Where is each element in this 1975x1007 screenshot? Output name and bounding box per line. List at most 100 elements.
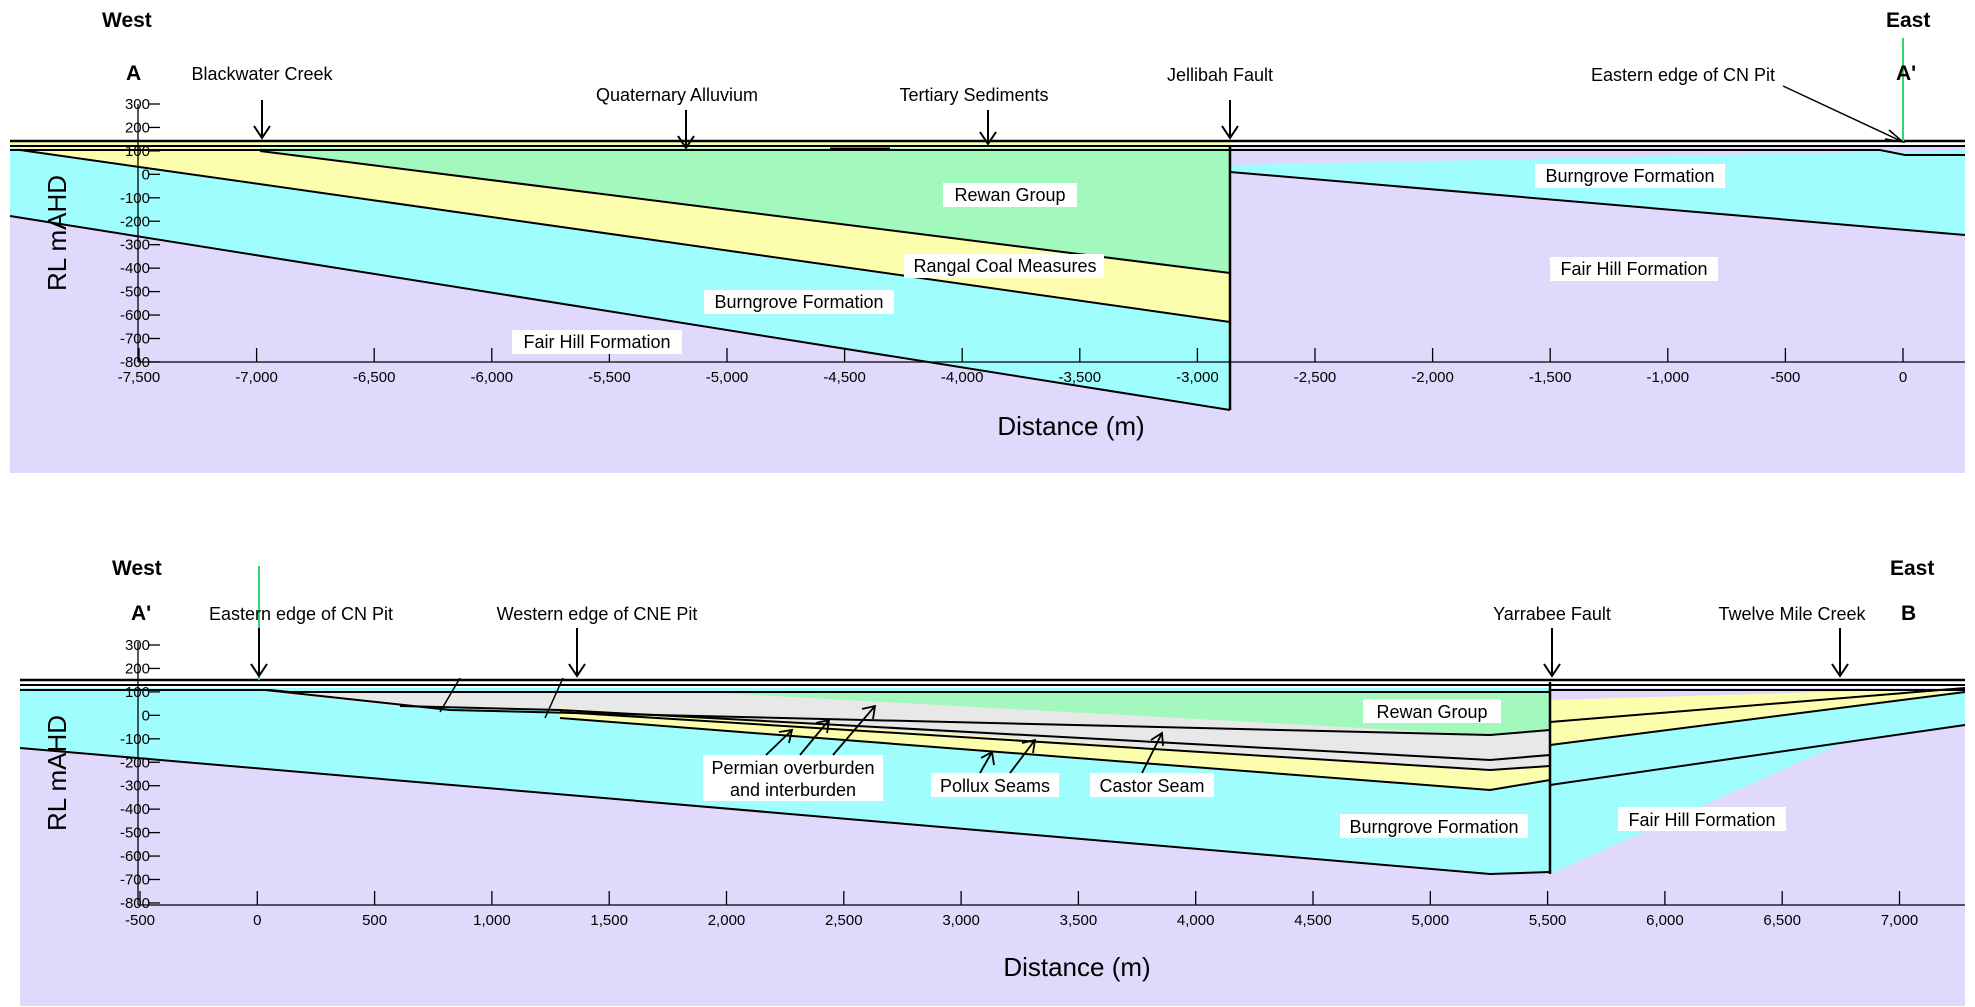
bottom-permian-overburden-label: Permian overburden — [711, 758, 874, 778]
x-tick-label: 6,000 — [1646, 912, 1684, 929]
top-tertiary-sediments-label: Tertiary Sediments — [899, 85, 1048, 105]
bottom-y-tick-marks — [148, 644, 160, 904]
bottom-yarrabee-arrow — [1543, 628, 1561, 678]
bottom-cne-pit-edge-label: Western edge of CNE Pit — [497, 604, 698, 624]
top-burngrove-east-area — [1230, 150, 1965, 235]
top-west-label: West — [102, 9, 152, 32]
top-y-tick-labels: 3002001000-100-200-300-400-500-600-700-8… — [120, 96, 150, 371]
bottom-contact-lines — [19, 677, 1966, 876]
x-tick-label: -1,000 — [1647, 369, 1690, 386]
bottom-cn-pit-arrow — [250, 628, 268, 678]
y-tick-label: 200 — [125, 660, 150, 677]
y-tick-label: -600 — [120, 848, 150, 865]
y-tick-label: 300 — [125, 637, 150, 654]
x-tick-label: -500 — [125, 912, 155, 929]
top-x-tick-labels: -7,500-7,000-6,500-6,000-5,500-5,000-4,5… — [118, 369, 1907, 386]
y-tick-label: -400 — [120, 801, 150, 818]
y-tick-label: -100 — [120, 731, 150, 748]
bottom-point-a-prime: A' — [131, 602, 151, 625]
bottom-x-tick-marks — [139, 891, 1901, 905]
top-point-a-prime: A' — [1896, 62, 1916, 85]
bottom-seam-pointer-arrows — [765, 704, 1164, 774]
x-tick-label: 7,000 — [1881, 912, 1919, 929]
top-east-burngrove-formation-label: Burngrove Formation — [1545, 166, 1714, 186]
y-tick-label: -700 — [120, 331, 150, 348]
top-alluvium-arrow — [677, 110, 695, 150]
top-rewan-group-label: Rewan Group — [954, 185, 1065, 205]
bottom-x-tick-labels: -500 0 500 1,000 1,500 2,000 2,500 3,000 3,500 4,… — [125, 912, 1918, 929]
bottom-cne-pit-arrow — [568, 628, 586, 678]
bottom-pollux-seams-label: Pollux Seams — [940, 776, 1050, 796]
y-tick-label: -700 — [120, 872, 150, 889]
top-y-axis-title: RL mAHD — [42, 175, 72, 291]
y-tick-label: -600 — [120, 307, 150, 324]
bottom-y-tick-labels: 3002001000-100-200-300-400-500-600-700-8… — [120, 637, 150, 912]
bottom-cross-section: 300 200 100 0 -100 -200 -300 -400 -500 -600 -700 -8… — [19, 557, 1966, 1006]
x-tick-label: -4,500 — [823, 369, 866, 386]
bottom-interburden-label: and interburden — [730, 780, 856, 800]
y-tick-label: -100 — [120, 190, 150, 207]
bottom-rewan-area — [700, 692, 1550, 735]
top-fair-hill-formation-label: Fair Hill Formation — [523, 332, 670, 352]
bottom-cn-pit-edge-label: Eastern edge of CN Pit — [209, 604, 393, 624]
x-tick-label: -500 — [1770, 369, 1800, 386]
x-tick-label: 6,500 — [1763, 912, 1801, 929]
x-tick-label: 5,000 — [1412, 912, 1450, 929]
x-tick-label: 3,500 — [1060, 912, 1098, 929]
y-tick-label: 0 — [142, 166, 150, 183]
bottom-east-burngrove-area — [1550, 692, 1965, 785]
y-tick-label: -500 — [120, 284, 150, 301]
x-tick-label: 4,500 — [1294, 912, 1332, 929]
bottom-yarrabee-fault-label: Yarrabee Fault — [1493, 604, 1611, 624]
y-tick-label: 100 — [125, 684, 150, 701]
top-quaternary-alluvium-label: Quaternary Alluvium — [596, 85, 758, 105]
top-burngrove-formation-label: Burngrove Formation — [714, 292, 883, 312]
top-cross-section: 3002001000-100-200-300-400-500-600-700-8… — [9, 9, 1966, 473]
top-cn-pit-leader — [1782, 85, 1906, 144]
x-tick-label: -1,500 — [1529, 369, 1572, 386]
y-tick-label: -400 — [120, 260, 150, 277]
y-tick-label: -300 — [120, 778, 150, 795]
x-tick-label: -6,000 — [471, 369, 514, 386]
bottom-burngrove-formation-label: Burngrove Formation — [1349, 817, 1518, 837]
top-tertiary-arrow — [979, 110, 997, 146]
x-tick-label: -7,000 — [235, 369, 278, 386]
bottom-x-axis-title: Distance (m) — [1003, 952, 1150, 982]
top-cn-pit-edge-label: Eastern edge of CN Pit — [1591, 65, 1775, 85]
bottom-twelve-mile-creek-label: Twelve Mile Creek — [1718, 604, 1866, 624]
x-tick-label: -7,500 — [118, 369, 161, 386]
x-tick-label: 2,500 — [825, 912, 863, 929]
top-east-label: East — [1886, 9, 1930, 32]
bottom-geology-fills — [20, 682, 1965, 1006]
x-tick-label: 0 — [1899, 369, 1907, 386]
y-tick-label: 200 — [125, 119, 150, 136]
x-tick-label: 3,000 — [942, 912, 980, 929]
y-tick-label: -800 — [120, 895, 150, 912]
x-tick-label: -5,500 — [588, 369, 631, 386]
x-tick-label: 4,000 — [1177, 912, 1215, 929]
y-tick-label: -200 — [120, 754, 150, 771]
bottom-rewan-group-label: Rewan Group — [1376, 702, 1487, 722]
x-tick-label: -3,000 — [1176, 369, 1219, 386]
top-rangal-coal-measures-label: Rangal Coal Measures — [913, 256, 1096, 276]
x-tick-label: -3,500 — [1059, 369, 1102, 386]
bottom-twelve-mile-arrow — [1831, 628, 1849, 678]
x-tick-label: -2,500 — [1294, 369, 1337, 386]
top-jellibah-arrow — [1221, 100, 1239, 140]
bottom-axes — [137, 642, 1965, 906]
top-blackwater-creek-label: Blackwater Creek — [191, 64, 333, 84]
bottom-y-axis-title: RL mAHD — [42, 715, 72, 831]
x-tick-label: 0 — [253, 912, 261, 929]
x-tick-label: 500 — [362, 912, 387, 929]
x-tick-label: 2,000 — [708, 912, 746, 929]
top-blackwater-arrow — [253, 100, 271, 140]
top-contact-lines — [9, 139, 1966, 411]
bottom-point-b: B — [1901, 602, 1916, 625]
bottom-fair-hill-upper-area — [20, 725, 1965, 1006]
y-tick-label: 300 — [125, 96, 150, 113]
x-tick-label: 1,000 — [473, 912, 511, 929]
bottom-west-label: West — [112, 557, 162, 580]
x-tick-label: 1,500 — [590, 912, 628, 929]
top-rewan-area — [260, 145, 1230, 273]
